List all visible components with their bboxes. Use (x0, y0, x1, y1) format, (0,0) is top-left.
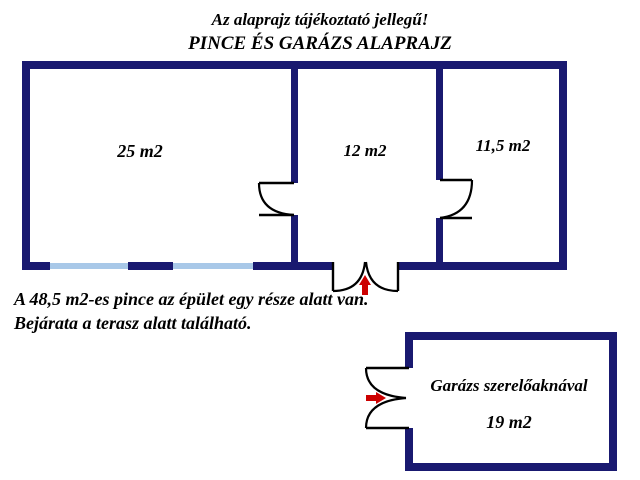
door-right-partition (439, 178, 474, 220)
cellar-windows (50, 263, 253, 269)
partition-wall-right-lower (436, 218, 443, 270)
door-right-swing-arc (439, 179, 474, 220)
up-arrow-icon (359, 275, 371, 295)
plan-disclaimer-title: Az alaprajz tájékoztató jellegű! (211, 10, 429, 29)
page-title: PINCE ÉS GARÁZS ALAPRAJZ (188, 33, 452, 54)
right-arrow-icon (366, 392, 386, 404)
window-left-1 (50, 263, 128, 269)
cellar-note-line-1: A 48,5 m2-es pince az épület egy része a… (14, 289, 369, 309)
room-area-label-middle: 12 m2 (343, 141, 387, 160)
garage-door-leaf-top (364, 367, 407, 400)
room-area-label-right: 11,5 m2 (475, 136, 531, 155)
entrance-door-leaf-right (364, 261, 399, 293)
garage-name-label: Garázs szerelőaknával (430, 376, 588, 395)
partition-wall-right-upper (436, 61, 443, 180)
room-area-label-left: 25 m2 (117, 141, 163, 161)
cellar-entrance (331, 261, 400, 295)
cellar-wall-bottom-seg-1 (22, 262, 50, 270)
garage-wall-bottom (405, 463, 617, 471)
partition-wall-left-lower (291, 215, 298, 270)
door-left-swing-arc (257, 182, 295, 217)
door-left-partition (257, 181, 295, 217)
cellar-wall-left (22, 61, 30, 270)
entrance-door-leaf-left (332, 261, 367, 293)
garage-entrance (364, 366, 409, 430)
cellar-interior-walls (291, 61, 443, 270)
garage-wall-left-lower (405, 428, 413, 471)
garage-outer-walls (405, 332, 617, 471)
window-left-2 (173, 263, 253, 269)
garage-area-label: 19 m2 (486, 412, 532, 432)
cellar-wall-right (559, 61, 567, 270)
cellar-wall-bottom-seg-4 (398, 262, 567, 270)
garage-door-leaf-bottom (364, 396, 407, 429)
garage-wall-left-upper (405, 332, 413, 368)
garage-wall-right (609, 332, 617, 471)
partition-wall-left-upper (291, 61, 298, 183)
garage-wall-top (405, 332, 617, 340)
cellar-wall-bottom-seg-2 (128, 262, 173, 270)
cellar-note-line-2: Bejárata a terasz alatt található. (14, 313, 252, 333)
